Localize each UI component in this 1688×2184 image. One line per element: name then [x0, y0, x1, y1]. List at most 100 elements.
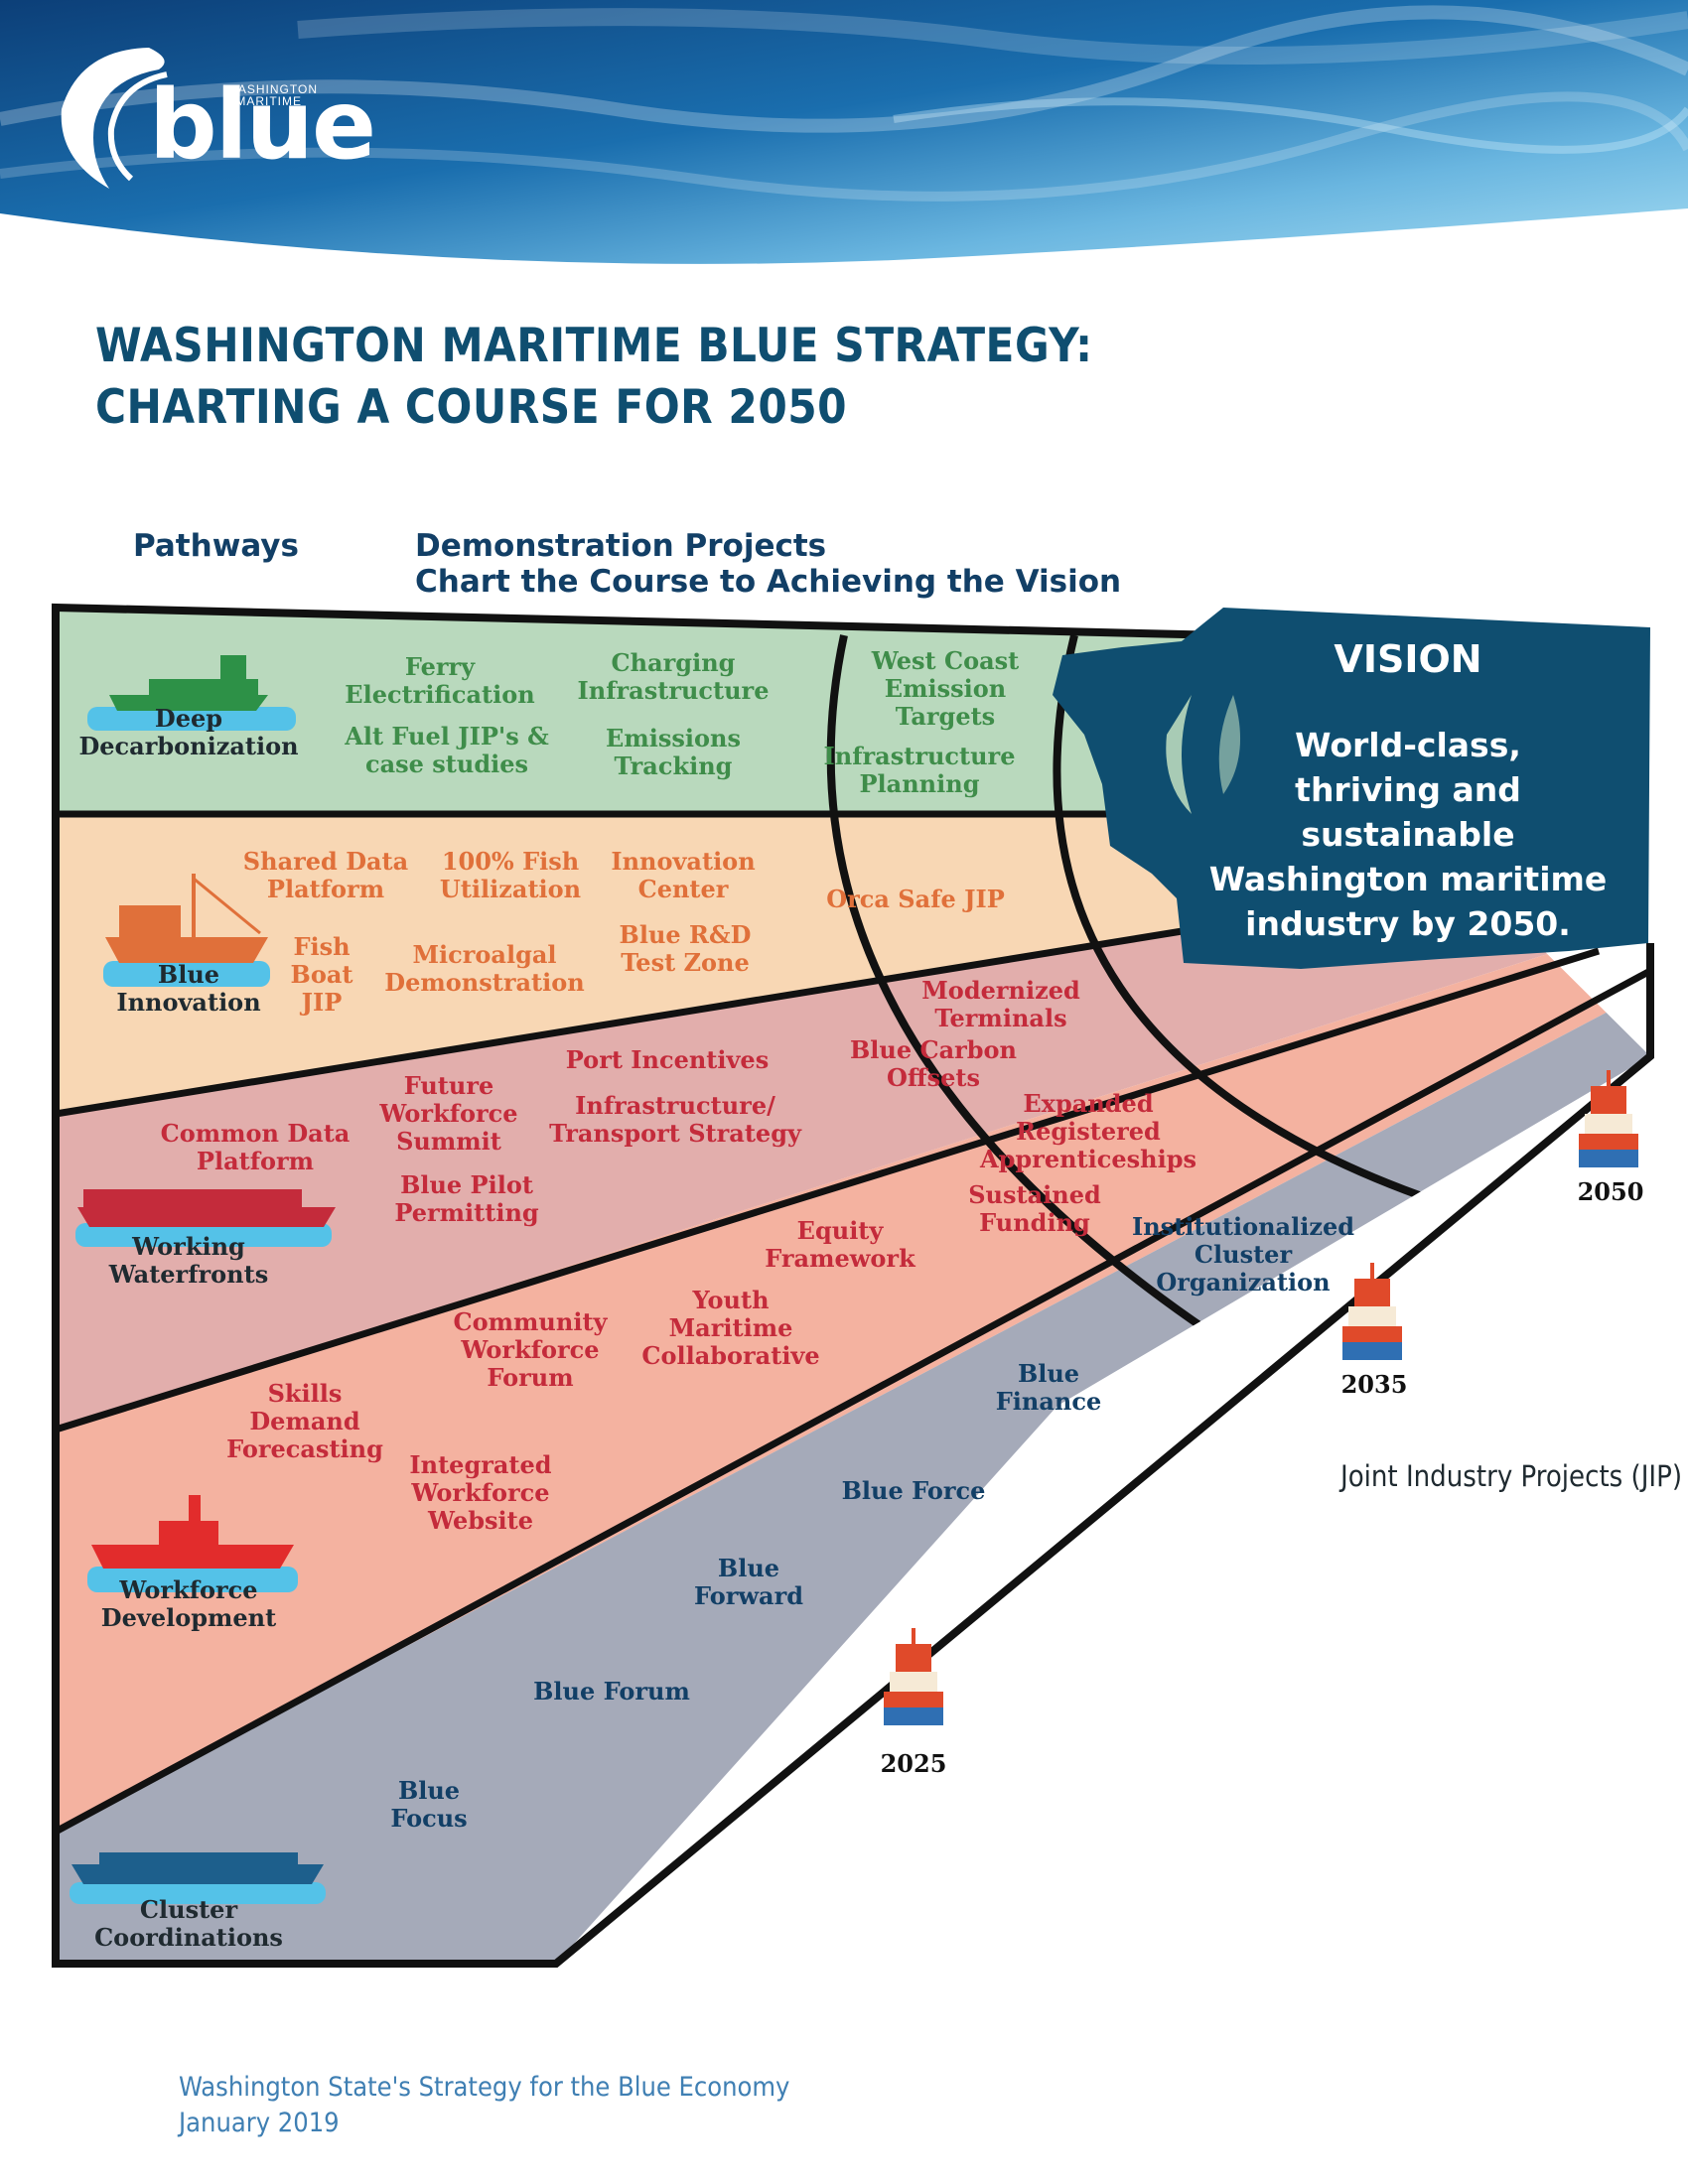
logo-tag-line2: MARITIME	[235, 94, 302, 108]
project-label-line: Future	[403, 1071, 494, 1100]
project-label-line: 100% Fish	[441, 847, 580, 876]
project-label-line: Forecasting	[226, 1434, 383, 1463]
container-ship-icon	[75, 1189, 336, 1247]
project-label-line: Demand	[249, 1407, 360, 1435]
diagram-frame	[52, 603, 1654, 1968]
band-decarbonization	[56, 608, 1241, 814]
project-label-line: Port Incentives	[565, 1045, 770, 1074]
pathway-label-line: Working	[132, 1232, 245, 1261]
project-label-line: Shared Data	[242, 847, 409, 876]
logo-wave-icon	[61, 48, 168, 189]
divider-4	[54, 967, 1652, 1836]
logo-tag-line1: WASHINGTON	[226, 82, 319, 96]
vision-line: industry by 2050.	[1245, 904, 1571, 943]
project-label-line: Transport Strategy	[549, 1119, 801, 1148]
title-line2: CHARTING A COURSE FOR 2050	[95, 380, 848, 435]
project-label-line: Tracking	[614, 751, 733, 780]
ocean-banner	[0, 0, 1688, 264]
milestone-arc-2035	[1053, 634, 1462, 1213]
project-label-line: Community	[453, 1307, 608, 1336]
project-label-line: Sustained	[968, 1180, 1101, 1209]
vision-line: World-class,	[1295, 726, 1521, 764]
buoy-icon-2025	[884, 1628, 943, 1725]
project-label-line: Apprenticeships	[979, 1145, 1197, 1173]
project-label-line: Workforce	[461, 1335, 600, 1364]
project-label-line: Demonstration	[384, 968, 585, 997]
pathway-label-line: Workforce	[119, 1575, 258, 1604]
project-label-line: Skills	[267, 1379, 343, 1408]
project-port-incentives: Port Incentives	[566, 1046, 769, 1074]
pathway-label-line: Waterfronts	[108, 1260, 269, 1289]
pathway-label-line: Cluster	[139, 1895, 238, 1924]
project-label-line: Electrification	[345, 680, 535, 709]
project-label-line: Common Data	[160, 1119, 351, 1148]
vision-line: sustainable	[1301, 815, 1515, 854]
pathways-header: Pathways	[133, 528, 299, 564]
project-label-line: Emissions	[606, 724, 741, 752]
project-label-line: Permitting	[394, 1198, 539, 1227]
ferry-icon	[87, 655, 296, 731]
buoy-icon-2050	[1579, 1070, 1638, 1167]
project-label-line: Forum	[487, 1363, 574, 1392]
project-label-line: Charging	[611, 648, 736, 677]
project-label-line: Finance	[995, 1387, 1102, 1416]
project-label-line: Ferry	[404, 652, 476, 681]
project-label-line: Platform	[266, 875, 385, 903]
logo-wordmark: blue	[149, 69, 376, 181]
project-label-line: Maritime	[668, 1313, 793, 1342]
project-label-line: Blue	[1017, 1359, 1080, 1388]
pathway-label-line: Blue	[157, 960, 220, 989]
pathway-label-line: Coordinations	[94, 1923, 283, 1952]
project-label-line: Equity	[796, 1216, 884, 1245]
project-label-line: Boat	[290, 960, 353, 989]
demo-header-line1: Demonstration Projects	[415, 528, 827, 564]
divider-3	[54, 947, 1601, 1433]
project-blue-force: Blue Force	[842, 1477, 986, 1505]
project-orca-safe-jip: Orca Safe JIP	[826, 886, 1005, 913]
page-title: WASHINGTON MARITIME BLUE STRATEGY: CHART…	[95, 316, 1093, 439]
pathway-label-waterfronts: Working Waterfronts	[109, 1233, 268, 1289]
project-label-line: Platform	[196, 1147, 315, 1175]
project-label-line: Workforce	[379, 1099, 518, 1128]
project-label-line: Fish	[293, 932, 351, 961]
project-label-line: case studies	[364, 750, 529, 778]
pathway-label-line: Innovation	[116, 988, 261, 1017]
project-label-line: Innovation	[611, 847, 756, 876]
project-label-line: Orca Safe JIP	[826, 885, 1005, 913]
project-label-line: Targets	[895, 702, 996, 731]
project-label-line: Infrastructure	[823, 742, 1016, 770]
milestone-year-2025: 2025	[880, 1749, 947, 1778]
project-label-line: Planning	[859, 769, 980, 798]
jip-legend-note: Joint Industry Projects (JIP)	[1340, 1459, 1683, 1493]
pathway-label-decarbonization: Deep Decarbonization	[78, 705, 298, 760]
project-label-line: Blue Forum	[533, 1677, 690, 1706]
project-label-line: Registered	[1016, 1117, 1161, 1146]
vision-line: thriving and	[1295, 770, 1521, 809]
footer-line1: Washington State's Strategy for the Blue…	[179, 2072, 790, 2103]
project-alt-fuel-jip: Alt Fuel JIP's &case studies	[345, 723, 549, 778]
pathway-label-line: Decarbonization	[78, 732, 299, 760]
project-label-line: Blue	[397, 1776, 461, 1805]
vision-statement: World-class, thriving and sustainable Wa…	[1209, 723, 1608, 946]
project-label-line: Integrated	[409, 1450, 552, 1479]
project-label-line: Offsets	[887, 1063, 980, 1092]
